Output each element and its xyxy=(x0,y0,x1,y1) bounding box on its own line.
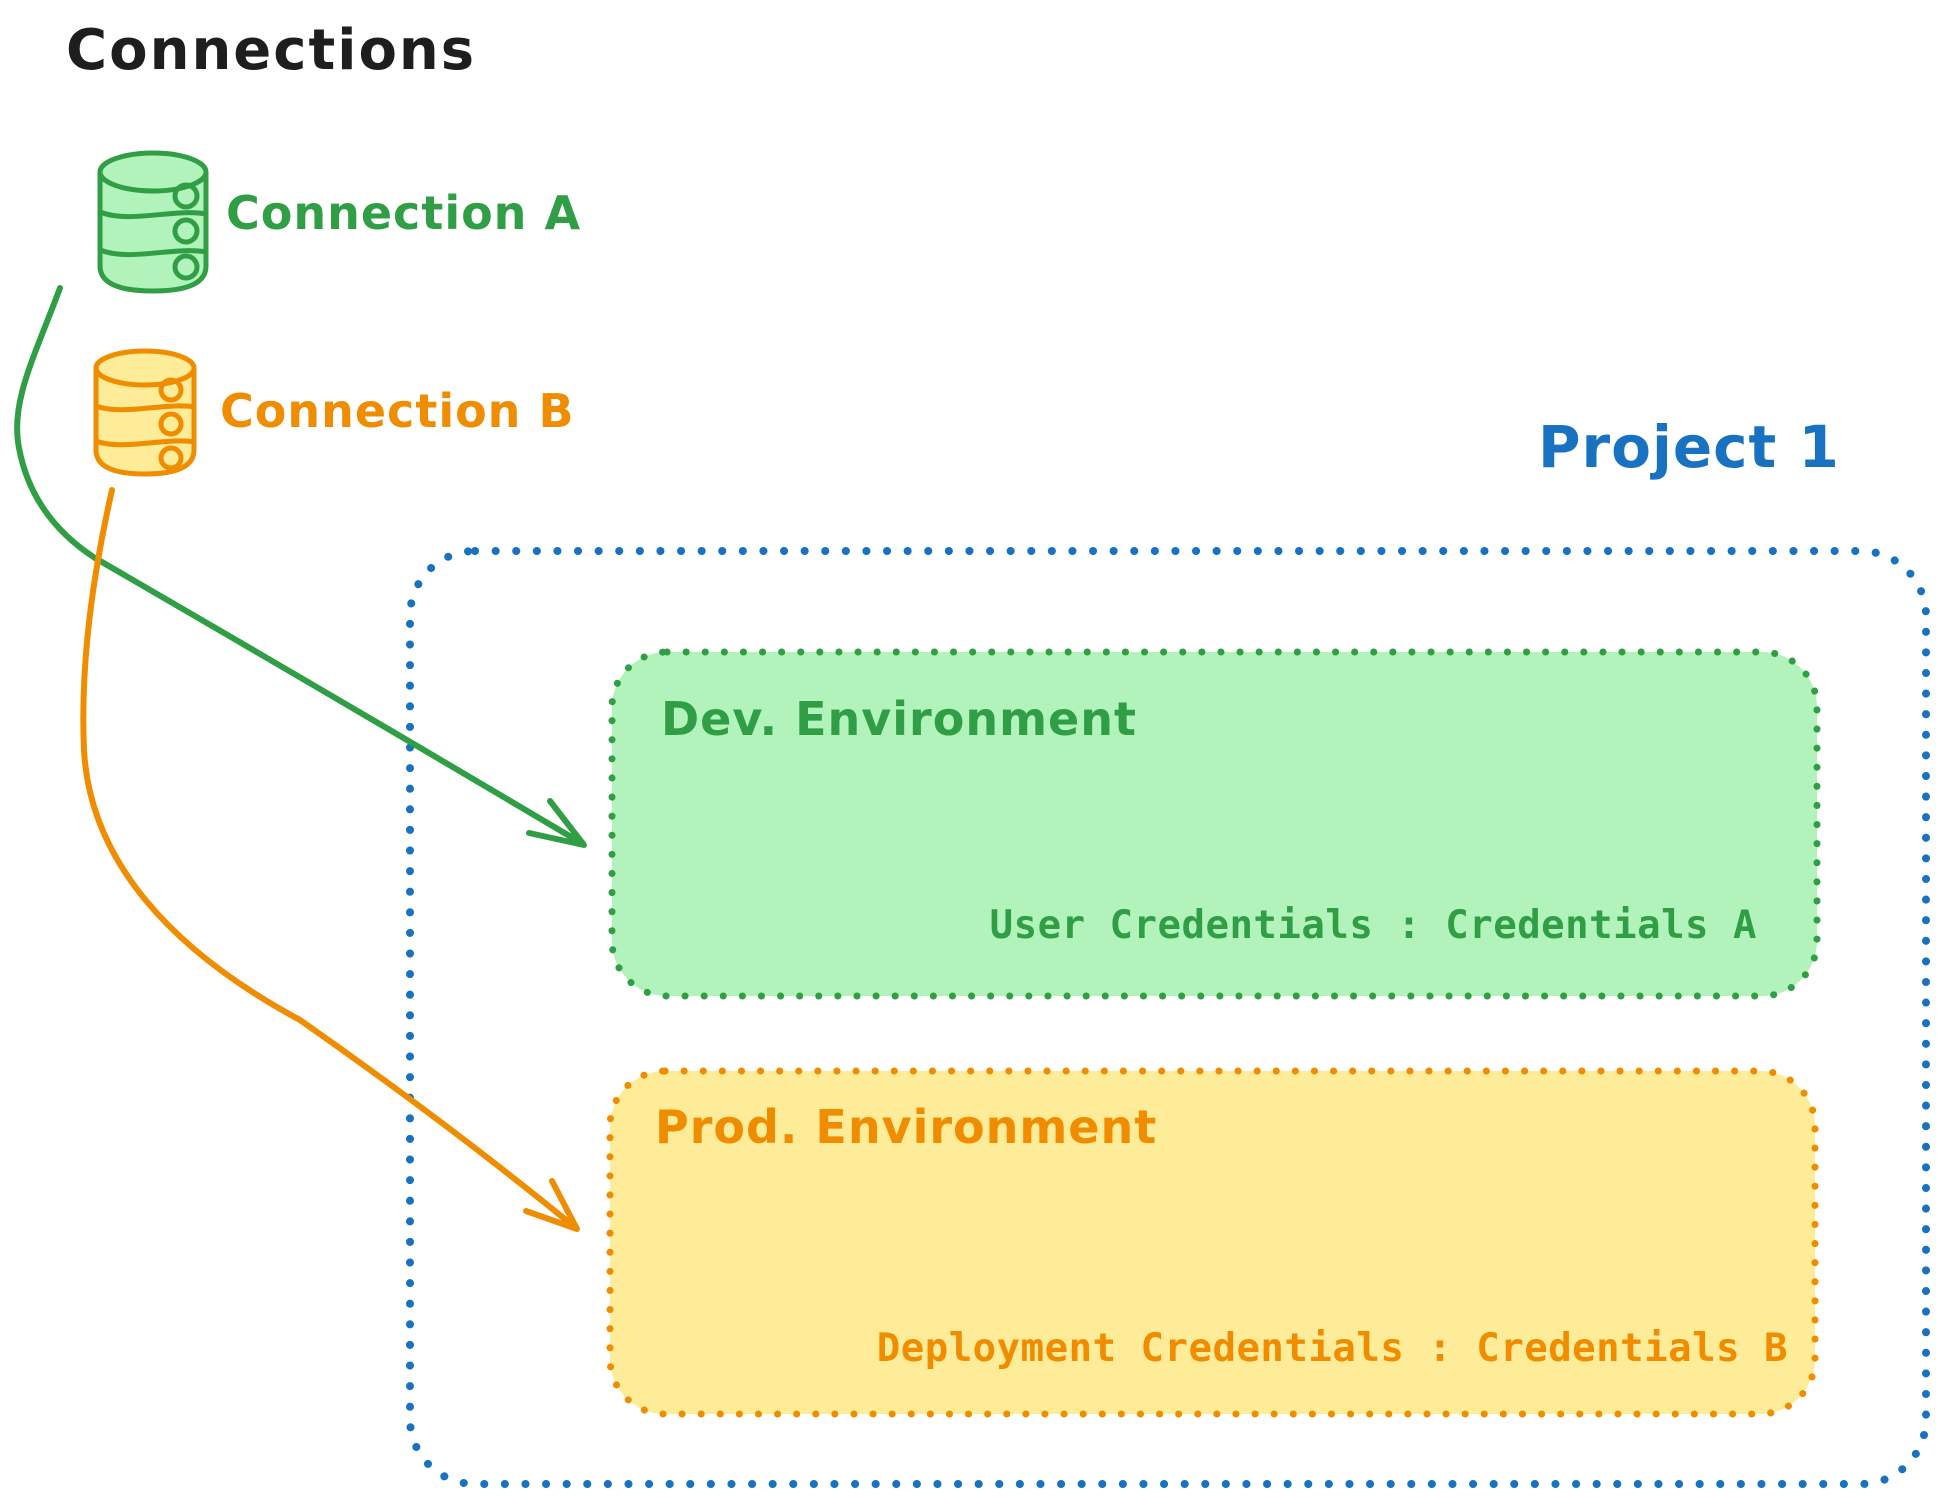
dev-environment-credentials: User Credentials : Credentials A xyxy=(989,903,1757,948)
connection-b-label: Connection B xyxy=(220,384,575,438)
prod-environment-box xyxy=(606,1067,1819,1418)
prod-environment-credentials: Deployment Credentials : Credentials B xyxy=(876,1326,1788,1371)
prod-environment-title: Prod. Environment xyxy=(655,1100,1158,1154)
dev-environment-title: Dev. Environment xyxy=(661,692,1137,746)
diagram-title: Connections xyxy=(66,18,477,83)
arrowhead-icon xyxy=(523,1178,580,1232)
connection-a-database-icon xyxy=(97,150,209,294)
project-box-border xyxy=(406,547,1930,1488)
connection-b-database-icon xyxy=(93,348,197,477)
arrowhead-icon xyxy=(526,798,587,848)
connection-a-label: Connection A xyxy=(226,186,582,240)
connection-a-arrow xyxy=(14,285,587,848)
connection-b-arrow xyxy=(80,487,580,1232)
project-title: Project 1 xyxy=(1538,413,1840,481)
dev-environment-box xyxy=(608,648,1821,1000)
